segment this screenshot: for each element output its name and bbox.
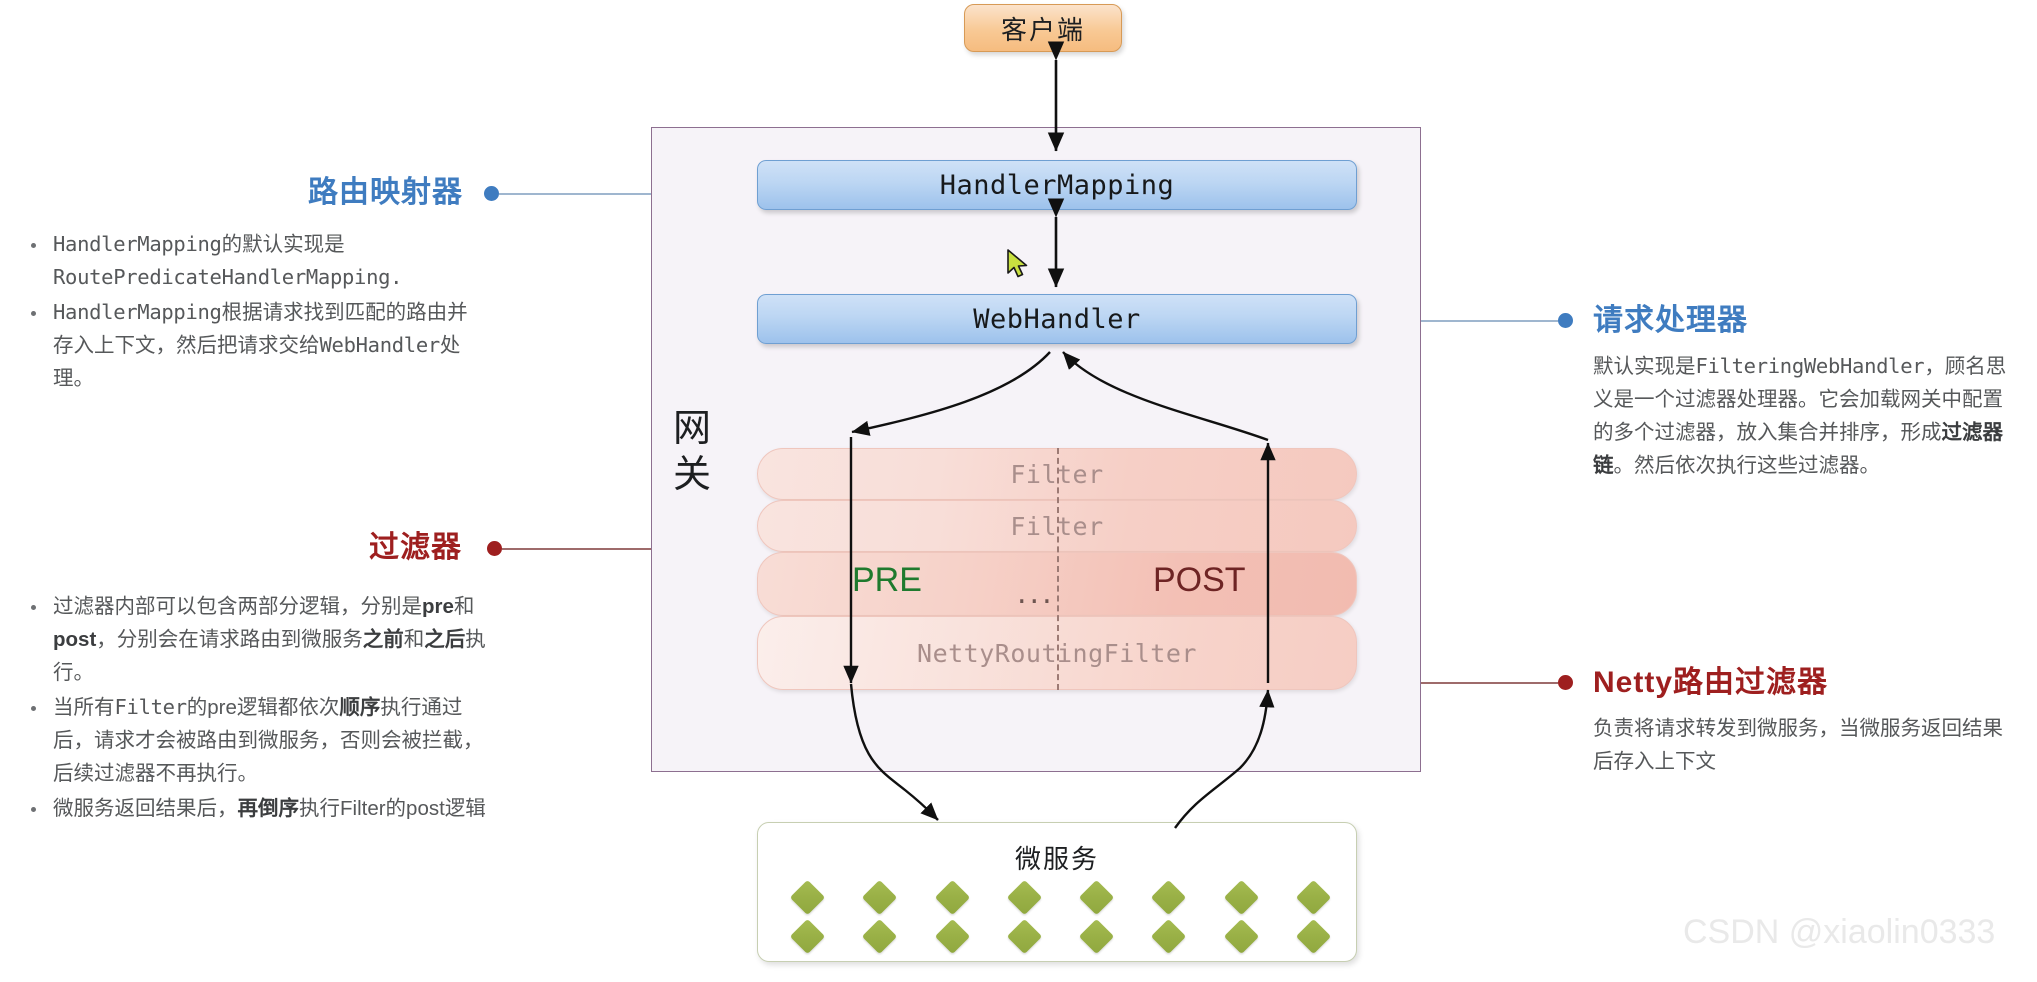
handler-mapping-label: HandlerMapping [939, 169, 1175, 201]
mouse-cursor-icon [1007, 249, 1028, 278]
diamond-icon [789, 918, 826, 955]
callout-netty-filter-body: 负责将请求转发到微服务，当微服务返回结果后存入上下文 [1593, 717, 2003, 773]
callout-request-handler-body: 默认实现是FilteringWebHandler，顾名思义是一个过滤器处理器。它… [1593, 354, 2007, 477]
pre-post-divider [1057, 448, 1059, 690]
callout-route-mapper-title: 路由映射器 [308, 176, 463, 209]
client-node-label: 客户端 [1000, 15, 1085, 46]
callout-netty-filter: Netty路由过滤器 [1593, 668, 1828, 698]
callout-filter-dot [487, 541, 502, 556]
web-handler-node[interactable]: WebHandler [757, 294, 1357, 344]
callout-route-mapper: 路由映射器 [308, 178, 463, 208]
gateway-label: 网关 [672, 406, 711, 496]
callout-filter-bullets: 过滤器内部可以包含两部分逻辑，分别是pre和post，分别会在请求路由到微服务之… [20, 590, 490, 827]
diamond-row [789, 918, 1332, 955]
pre-label: PRE [852, 561, 922, 599]
leader-line-route-mapper [499, 193, 739, 195]
filter-node-1-label: Filter [1010, 459, 1104, 489]
diamond-row [789, 879, 1332, 916]
leader-line-filter [502, 548, 732, 550]
diamond-icon [1295, 918, 1332, 955]
diamond-icon [1006, 879, 1043, 916]
diamond-icon [1295, 879, 1332, 916]
diamond-icon [862, 879, 898, 916]
callout-request-handler-dot [1558, 313, 1573, 328]
handler-mapping-node[interactable]: HandlerMapping [757, 160, 1357, 210]
diamond-icon [1223, 918, 1259, 955]
web-handler-label: WebHandler [973, 303, 1141, 335]
callout-request-handler-title: 请求处理器 [1593, 304, 1748, 337]
client-node[interactable]: 客户端 [964, 4, 1122, 52]
diamond-icon [1151, 879, 1187, 916]
diamond-icon [1006, 918, 1043, 955]
callout-filter: 过滤器 [369, 533, 462, 563]
diamond-icon [789, 879, 826, 916]
callout-netty-filter-dot [1558, 675, 1573, 690]
diamond-icon [934, 918, 970, 955]
filter-node-4-label: NettyRoutingFilter [917, 638, 1197, 668]
microservice-label: 微服务 [1014, 845, 1099, 875]
watermark: CSDN @xiaolin0333 [1683, 913, 1996, 951]
microservice-node[interactable]: 微服务 [757, 822, 1357, 962]
callout-netty-filter-title: Netty路由过滤器 [1593, 666, 1829, 699]
post-label: POST [1153, 561, 1246, 599]
diamond-icon [862, 918, 898, 955]
callout-route-mapper-dot [484, 186, 499, 201]
callout-filter-title: 过滤器 [369, 531, 462, 564]
list-item: 过滤器内部可以包含两部分逻辑，分别是pre和post，分别会在请求路由到微服务之… [20, 590, 490, 689]
list-item: 当所有Filter的pre逻辑都依次顺序执行通过后，请求才会被路由到微服务，否则… [20, 691, 490, 790]
diamond-icon [1223, 879, 1259, 916]
list-item: 微服务返回结果后，再倒序执行Filter的post逻辑 [20, 792, 490, 825]
ellipsis-label: ... [1017, 576, 1055, 611]
diamond-icon [934, 879, 970, 916]
callout-request-handler: 请求处理器 [1593, 306, 1748, 336]
filter-node-2-label: Filter [1010, 511, 1104, 541]
list-item: HandlerMapping根据请求找到匹配的路由并存入上下文，然后把请求交给W… [20, 296, 480, 395]
microservice-diamond-grid [789, 879, 1332, 955]
diamond-icon [1078, 879, 1115, 916]
diamond-icon [1078, 918, 1115, 955]
leader-line-netty-filter [1368, 682, 1558, 684]
diamond-icon [1151, 918, 1187, 955]
leader-line-request-handler [1370, 320, 1558, 322]
